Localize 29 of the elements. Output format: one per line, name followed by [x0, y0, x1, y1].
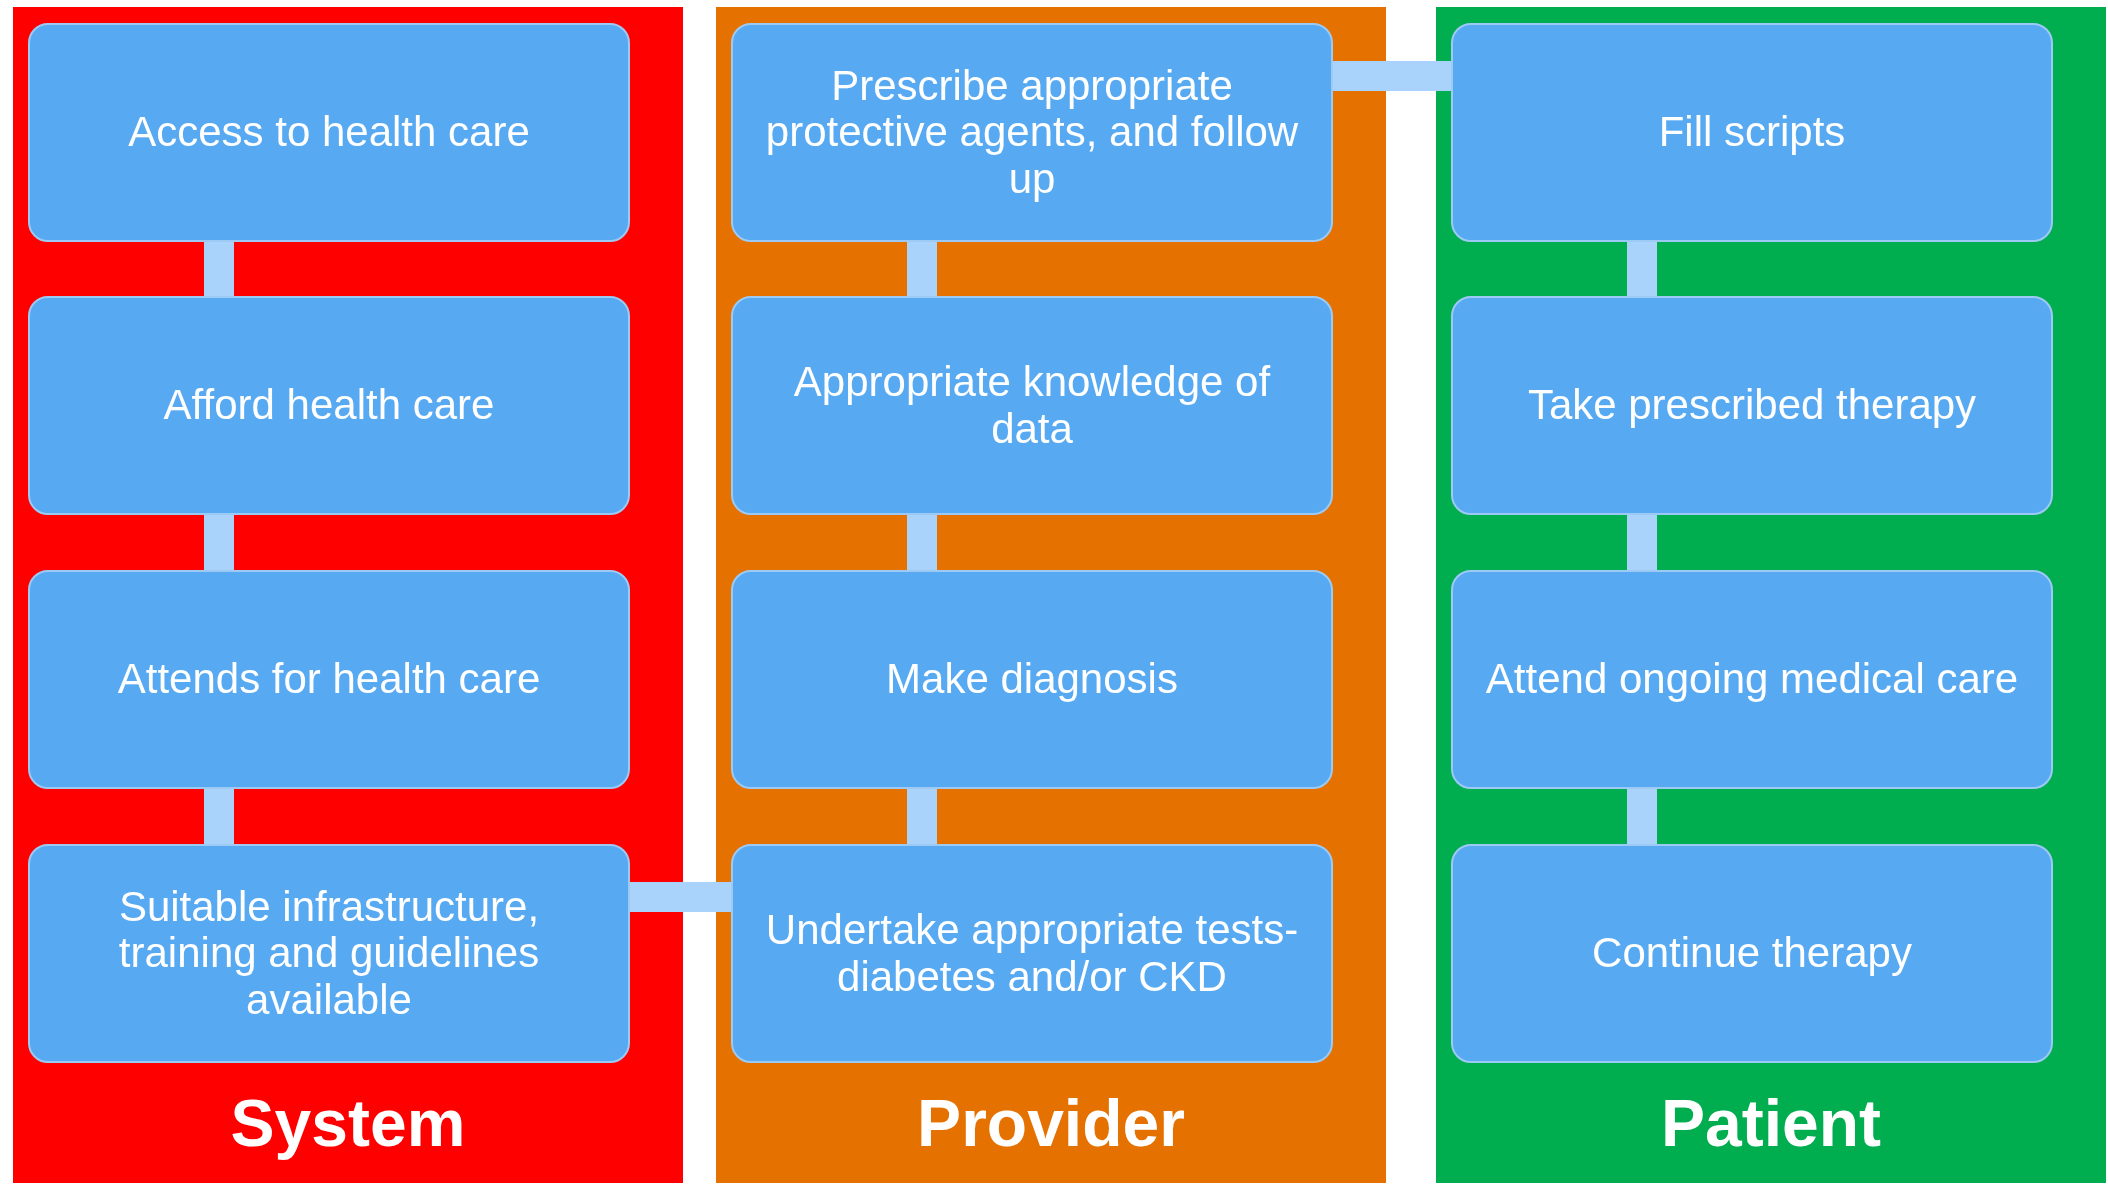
process-box: Continue therapy [1451, 844, 2053, 1063]
lane-band [1436, 7, 2106, 1183]
connector-bar [1627, 789, 1657, 844]
connector-bar [204, 789, 234, 844]
lane-heading: System [229, 1085, 467, 1162]
process-box: Fill scripts [1451, 23, 2053, 242]
process-box: Appropriate knowledge of data [731, 296, 1333, 515]
lane-heading: Patient [1659, 1085, 1882, 1162]
lane-band [13, 7, 683, 1183]
connector-bar [204, 515, 234, 570]
process-box: Attend ongoing medical care [1451, 570, 2053, 789]
process-box: Suitable infrastructure, training and guidelines available [28, 844, 630, 1063]
process-box: Prescribe appropriate protective agents, and follow up [731, 23, 1333, 242]
process-box: Afford health care [28, 296, 630, 515]
connector-bar [907, 515, 937, 570]
process-box: Attends for health care [28, 570, 630, 789]
process-box: Undertake appropriate tests- diabetes and/or CKD [731, 844, 1333, 1063]
process-box: Access to health care [28, 23, 630, 242]
connector-bar [1333, 61, 1451, 91]
connector-bar [907, 242, 937, 296]
process-box: Make diagnosis [731, 570, 1333, 789]
lane-band [716, 7, 1386, 1183]
connector-bar [1627, 242, 1657, 296]
connector-bar [204, 242, 234, 296]
lane-heading: Provider [916, 1085, 1186, 1162]
connector-bar [630, 882, 731, 912]
connector-bar [907, 789, 937, 844]
connector-bar [1627, 515, 1657, 570]
process-box: Take prescribed therapy [1451, 296, 2053, 515]
